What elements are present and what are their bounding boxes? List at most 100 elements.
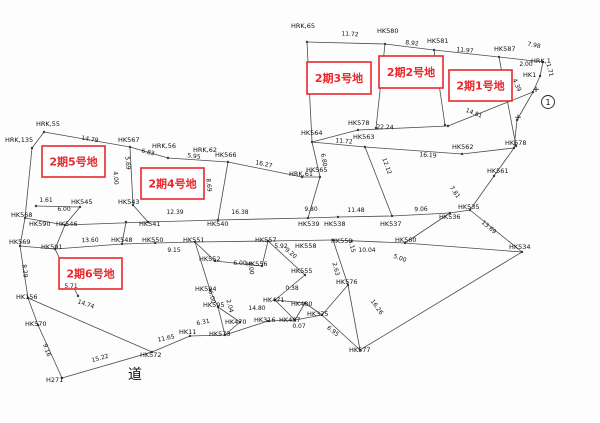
- measurement-label: 5.00: [392, 253, 407, 264]
- survey-point-marker: [150, 350, 154, 354]
- boundary-line: [294, 314, 323, 321]
- survey-point-marker: [318, 175, 322, 179]
- survey-point-marker: [63, 223, 67, 227]
- survey-point-label: HK580: [377, 27, 399, 35]
- survey-point-marker: [53, 247, 57, 251]
- survey-point-label: H271: [46, 376, 63, 384]
- plot-label: 2期3号地: [315, 71, 363, 85]
- survey-point-label: HK587: [494, 45, 516, 53]
- boundary-line: [31, 131, 45, 149]
- boundary-line: [306, 41, 386, 45]
- plot-label: 2期1号地: [456, 79, 504, 93]
- measurement-label: 2.63: [330, 262, 340, 277]
- measurement-label: 1.71: [544, 63, 554, 78]
- boundary-line: [469, 209, 523, 253]
- boundary-line: [359, 251, 523, 351]
- plot-label-box: [306, 61, 372, 95]
- measurement-label: 15.22: [91, 353, 110, 365]
- boundary-line: [189, 334, 226, 337]
- survey-point-marker: [293, 318, 297, 322]
- plot-label: 2期2号地: [387, 65, 435, 79]
- survey-point-label: HK559: [331, 237, 353, 245]
- boundary-line: [274, 299, 306, 304]
- boundary-line: [516, 91, 534, 121]
- boundary-line: [147, 219, 219, 223]
- survey-point-marker: [216, 305, 220, 309]
- measurement-label: 4.00: [111, 171, 119, 185]
- boundary-line: [307, 216, 339, 219]
- measurement-label: 9.80: [304, 206, 318, 213]
- boundary-line: [129, 146, 134, 206]
- boundary-line: [274, 299, 296, 321]
- survey-point-marker: [300, 175, 304, 179]
- boundary-line: [217, 217, 309, 221]
- survey-point-marker: [320, 313, 324, 317]
- boundary-line: [19, 245, 29, 299]
- survey-point-label: HK471: [263, 296, 285, 304]
- boundary-line: [532, 75, 541, 93]
- survey-point-marker: [520, 250, 524, 254]
- survey-point-label: HRK,65: [291, 22, 315, 30]
- boundary-line: [217, 306, 226, 336]
- survey-point-label: HK480: [291, 300, 313, 308]
- survey-point-label: HK540: [207, 220, 229, 228]
- plot-label: 2期5号地: [49, 155, 97, 169]
- measurement-label: 9.06: [414, 206, 428, 213]
- survey-point-label: HK562: [452, 143, 474, 151]
- boundary-line: [194, 240, 269, 243]
- boundary-line: [311, 141, 366, 148]
- measurement-label: 14.74: [77, 298, 96, 310]
- boundary-line: [307, 176, 321, 219]
- measurement-label: 5.95: [187, 152, 201, 161]
- measurement-label: 6.00: [206, 290, 216, 305]
- boundary-line: [332, 239, 406, 244]
- measurement-label: 1.61: [39, 197, 53, 204]
- boundary-line: [194, 241, 211, 291]
- boundary-line: [391, 212, 451, 217]
- survey-point-label: HK565: [306, 166, 328, 174]
- survey-point-label: HK11: [179, 328, 196, 336]
- boundary-line: [513, 119, 518, 149]
- survey-point-label: HK590: [29, 220, 51, 228]
- survey-point-marker: [331, 238, 335, 242]
- measurement-label: 10.04: [358, 247, 375, 254]
- survey-point-marker: [42, 130, 46, 134]
- boundary-line: [214, 260, 263, 267]
- boundary-line: [54, 243, 123, 250]
- circled-number-mark: [541, 95, 555, 109]
- measurement-label: 8.92: [405, 39, 419, 47]
- plot-label: 2期6号地: [66, 267, 114, 281]
- boundary-line: [294, 302, 306, 321]
- boundary-line: [347, 284, 361, 351]
- survey-point-marker: [303, 273, 307, 277]
- measurement-label: 0.38: [285, 285, 299, 292]
- measurement-label: 16.19: [419, 151, 437, 159]
- boundary-line: [209, 289, 219, 308]
- plus-mark: +: [514, 113, 522, 123]
- survey-point-label: HK1: [523, 71, 536, 79]
- boundary-line: [64, 221, 149, 226]
- boundary-line: [19, 217, 26, 247]
- plot-label: 2期4号地: [148, 177, 196, 191]
- boundary-line: [311, 129, 359, 143]
- measurement-label: 12.12: [380, 157, 393, 176]
- survey-point-marker: [514, 144, 518, 148]
- measurement-label: 11.97: [456, 46, 474, 55]
- survey-point-label: HK536: [439, 213, 461, 221]
- survey-point-marker: [208, 288, 212, 292]
- boundary-line: [449, 209, 471, 214]
- survey-point-marker: [238, 320, 242, 324]
- boundary-line: [493, 147, 515, 177]
- boundary-line: [54, 224, 66, 250]
- survey-point-marker: [303, 301, 307, 305]
- survey-point-label: HK551: [183, 236, 205, 244]
- boundary-line: [151, 335, 191, 353]
- survey-point-marker: [515, 118, 519, 122]
- survey-point-marker: [273, 298, 277, 302]
- survey-point-label: HK541: [139, 220, 161, 228]
- boundary-line: [217, 161, 229, 221]
- survey-point-label: HK570: [25, 320, 47, 328]
- measurement-label: 14.79: [81, 135, 99, 145]
- boundary-line: [27, 297, 153, 353]
- survey-point-label: HRK,62: [193, 146, 217, 154]
